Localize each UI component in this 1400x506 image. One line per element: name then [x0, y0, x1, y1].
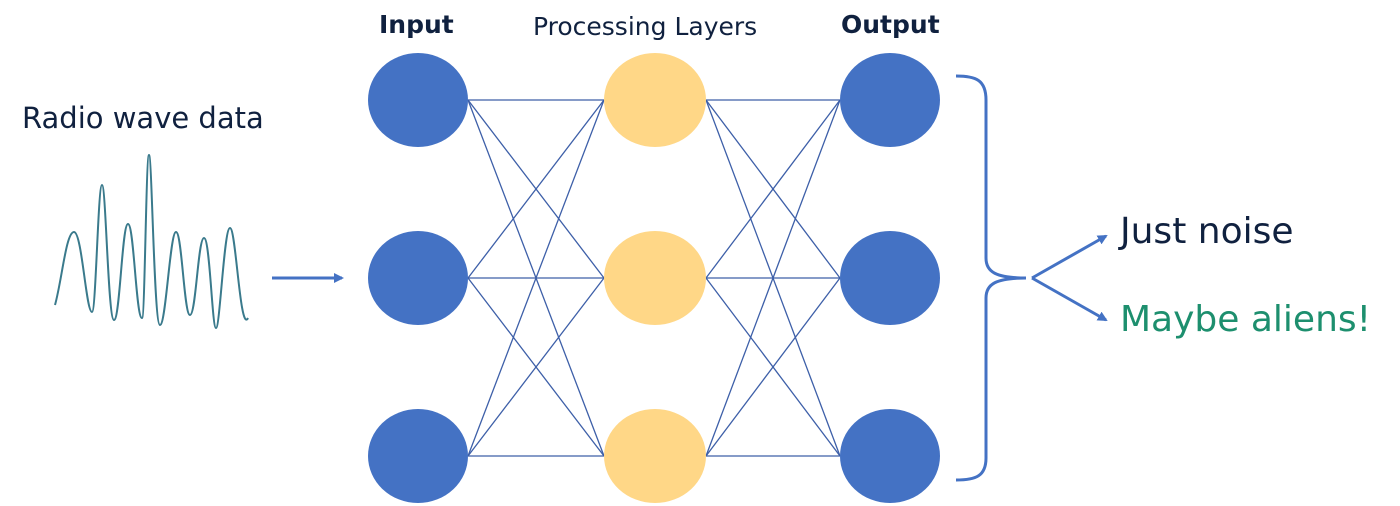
output-column-header: Output [841, 10, 940, 39]
input-node-2 [368, 231, 468, 325]
input-node-3 [368, 409, 468, 503]
curly-brace-icon [955, 74, 1027, 482]
input-column-header: Input [379, 10, 454, 39]
processing-column-header: Processing Layers [533, 12, 758, 41]
fork-arrows-icon [1031, 234, 1108, 322]
output-node-1 [840, 53, 940, 147]
edges-hidden-output [705, 99, 841, 457]
hidden-node-2 [604, 231, 706, 325]
output-node-3 [840, 409, 940, 503]
output-node-2 [840, 231, 940, 325]
hidden-node-1 [604, 53, 706, 147]
source-label: Radio wave data [22, 101, 264, 135]
result-aliens: Maybe aliens! [1120, 299, 1372, 340]
result-noise: Just noise [1120, 211, 1294, 252]
edges-input-hidden [467, 99, 605, 457]
input-node-1 [368, 53, 468, 147]
hidden-node-3 [604, 409, 706, 503]
radio-waveform [54, 153, 249, 330]
